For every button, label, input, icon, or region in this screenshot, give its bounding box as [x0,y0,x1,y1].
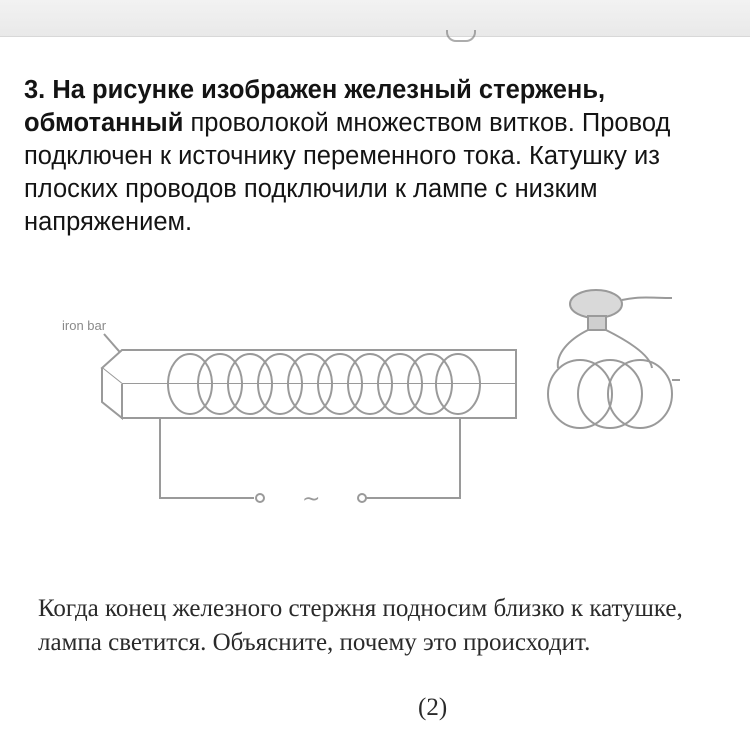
ac-circuit [159,418,461,503]
iron-bar [100,349,517,421]
iron-bar-label: iron bar [62,318,107,333]
task-bold-text: На рисунке изображен железный стержень, … [24,76,606,137]
question-text: Когда конец железного стержня подносим б… [38,595,683,656]
task-number: 3. [24,76,46,104]
score-marks: (2) [418,694,448,721]
secondary-coil [547,359,680,429]
task-text: 3. На рисунке изображен железный стержен… [24,74,734,239]
bar-coil [167,353,481,415]
task-normal-text: проволокой множеством витков. Провод под… [24,109,671,236]
top-strip [0,0,750,42]
ac-source-symbol: ~ [302,487,320,512]
cut-off-marker [446,30,476,42]
lamp [556,289,673,369]
electromagnetic-induction-diagram: iron bar [62,289,680,512]
